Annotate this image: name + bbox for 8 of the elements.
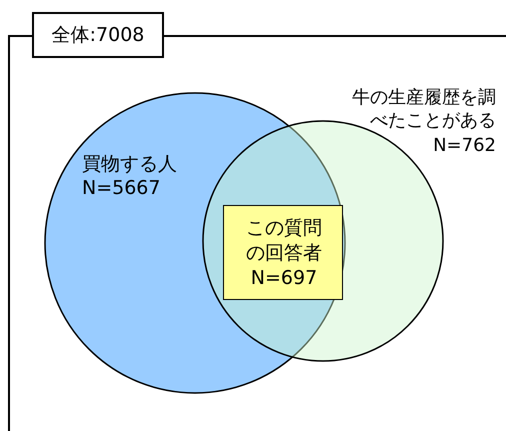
node-label: N=5667: [82, 176, 162, 200]
answer-box: [223, 205, 343, 300]
heading-box: 全体:7008: [32, 12, 164, 58]
node-label: N=697: [250, 266, 318, 290]
node-label: この質問の回答者: [245, 216, 323, 266]
node-label: 買物する人: [82, 152, 178, 176]
node-label: N=762: [432, 134, 496, 158]
node-label: 牛の生産履歴を調べたことがある: [351, 86, 496, 132]
